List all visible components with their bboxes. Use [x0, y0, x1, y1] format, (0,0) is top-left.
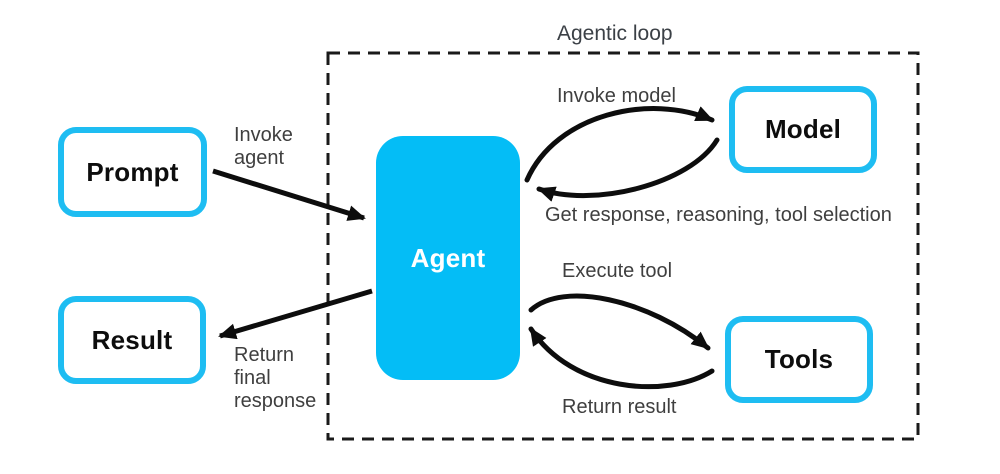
return-result-arrow — [528, 326, 715, 390]
prompt-node: Prompt — [58, 127, 207, 217]
invoke-model-arrow — [524, 106, 715, 183]
model-node: Model — [729, 86, 877, 173]
agentic-loop-title: Agentic loop — [557, 22, 673, 45]
result-node: Result — [58, 296, 206, 384]
return-result-label: Return result — [562, 396, 677, 418]
agentic-loop-frame — [326, 51, 920, 441]
return-final-response-arrow — [218, 288, 373, 340]
get-response-label: Get response, reasoning, tool selection — [545, 204, 892, 226]
execute-tool-label: Execute tool — [562, 260, 673, 282]
invoke-agent-label: Invoke agent — [234, 124, 293, 169]
tools-node: Tools — [725, 316, 873, 403]
invoke-agent-arrow — [212, 168, 366, 221]
get-response-arrow — [536, 137, 720, 202]
agent-node: Agent — [376, 136, 520, 380]
return-final-response-label: Return final response — [234, 344, 317, 412]
invoke-model-label: Invoke model — [557, 85, 676, 107]
execute-tool-arrow — [528, 293, 711, 351]
